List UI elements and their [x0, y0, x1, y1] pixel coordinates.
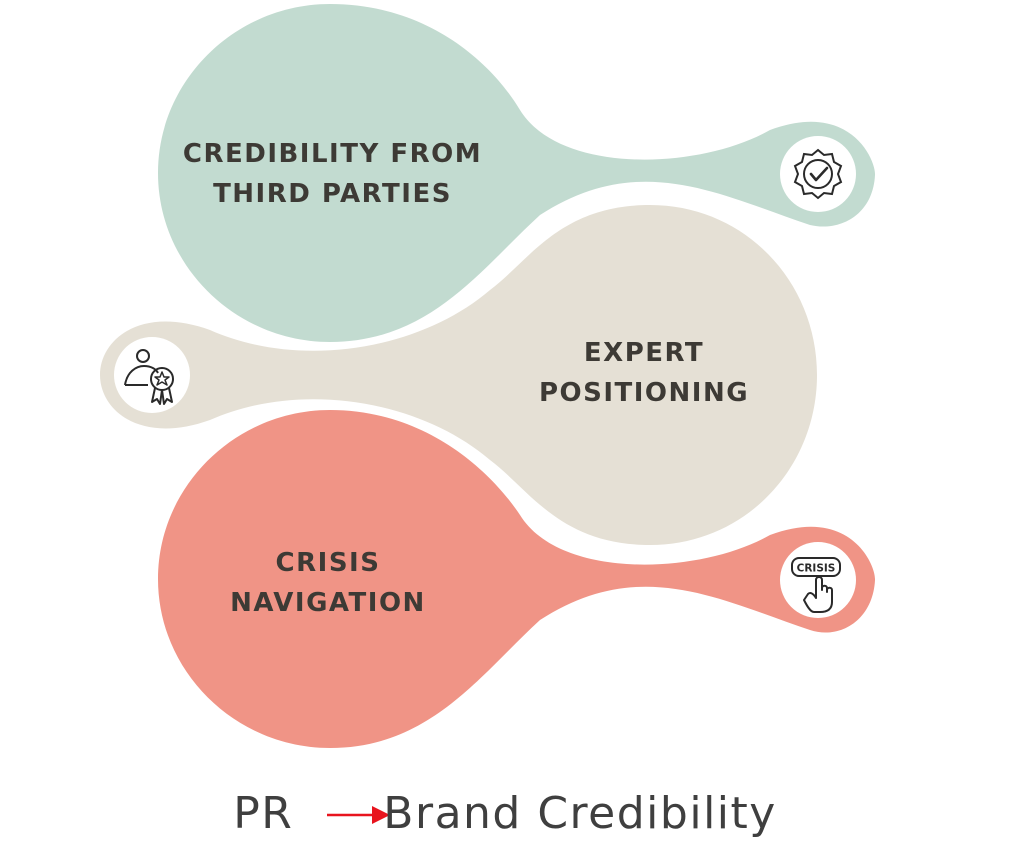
item-expert-label: EXPERT POSITIONING	[514, 333, 774, 413]
item-crisis-line-1: CRISIS	[275, 548, 381, 578]
item-crisis-blob	[158, 410, 876, 748]
item-crisis-line-2: NAVIGATION	[230, 588, 426, 618]
item-crisis-icon-circle	[780, 542, 856, 618]
item-credibility-icon-circle	[780, 136, 856, 212]
person-award-icon	[124, 349, 174, 405]
item-credibility-line-2: THIRD PARTIES	[213, 179, 452, 209]
item-expert-line-1: EXPERT	[583, 338, 705, 368]
item-credibility-shape	[158, 4, 876, 342]
item-credibility-blob	[158, 4, 876, 342]
crisis-button-press-icon: CRISIS	[791, 557, 841, 613]
item-crisis-label: CRISIS NAVIGATION	[188, 543, 468, 623]
item-credibility-label: CREDIBILITY FROM THIRD PARTIES	[160, 134, 505, 214]
footer-left-text: PR	[233, 787, 294, 839]
footer-right-text: Brand Credibility	[383, 787, 777, 839]
item-expert-blob	[100, 205, 817, 545]
item-expert-line-2: POSITIONING	[538, 378, 750, 408]
footer-arrow	[327, 806, 390, 824]
verified-badge-icon	[793, 148, 843, 200]
crisis-icon-text: CRISIS	[797, 563, 836, 575]
item-crisis-shape: CRISIS	[158, 410, 876, 748]
footer-caption: PR Brand Credibility	[0, 778, 1010, 848]
item-credibility-line-1: CREDIBILITY FROM	[182, 139, 483, 169]
item-expert-shape	[100, 205, 817, 545]
